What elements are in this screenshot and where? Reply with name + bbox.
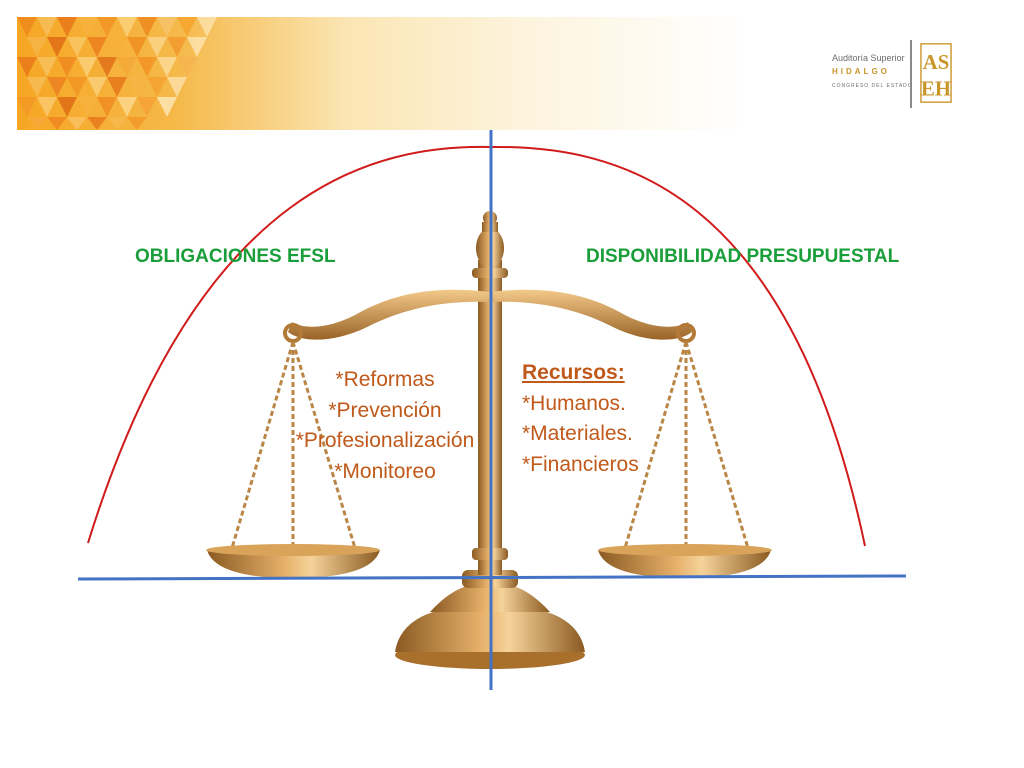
list-item: *Materiales. [522,422,633,445]
scale-beam [283,289,696,343]
logo-line3: CONGRESO DEL ESTADO [832,83,913,89]
list-item: *Monitoreo [334,459,436,483]
list-item: *Humanos. [522,391,626,415]
scale-pans [206,544,772,578]
svg-text:AS: AS [923,52,949,74]
logo-line2: HIDALGO [832,67,890,76]
aseh-mark: AS EH [920,43,952,103]
svg-text:EH: EH [921,79,951,101]
list-item: *Profesionalización [295,429,475,452]
logo-line1: Auditoría Superior [832,53,905,63]
list-item: *Reformas [335,368,435,391]
right-title: DISPONIBILIDAD PRESUPUESTAL [586,246,900,267]
right-list: Recursos: *Humanos. *Materiales. *Financ… [522,358,639,480]
triangle-pattern [17,17,217,130]
horizontal-axis [77,574,907,581]
left-list: *Reformas *Prevención *Profesionalizació… [270,365,500,487]
scale-chains [230,341,750,549]
resources-heading: Recursos: [522,361,625,384]
list-item: *Prevención [328,398,442,422]
header-banner [17,17,747,130]
aseh-logo: Auditoría Superior HIDALGO CONGRESO DEL … [830,40,955,110]
logo-divider [910,40,912,108]
left-title: OBLIGACIONES EFSL [135,246,336,267]
list-item: *Financieros [522,452,639,476]
